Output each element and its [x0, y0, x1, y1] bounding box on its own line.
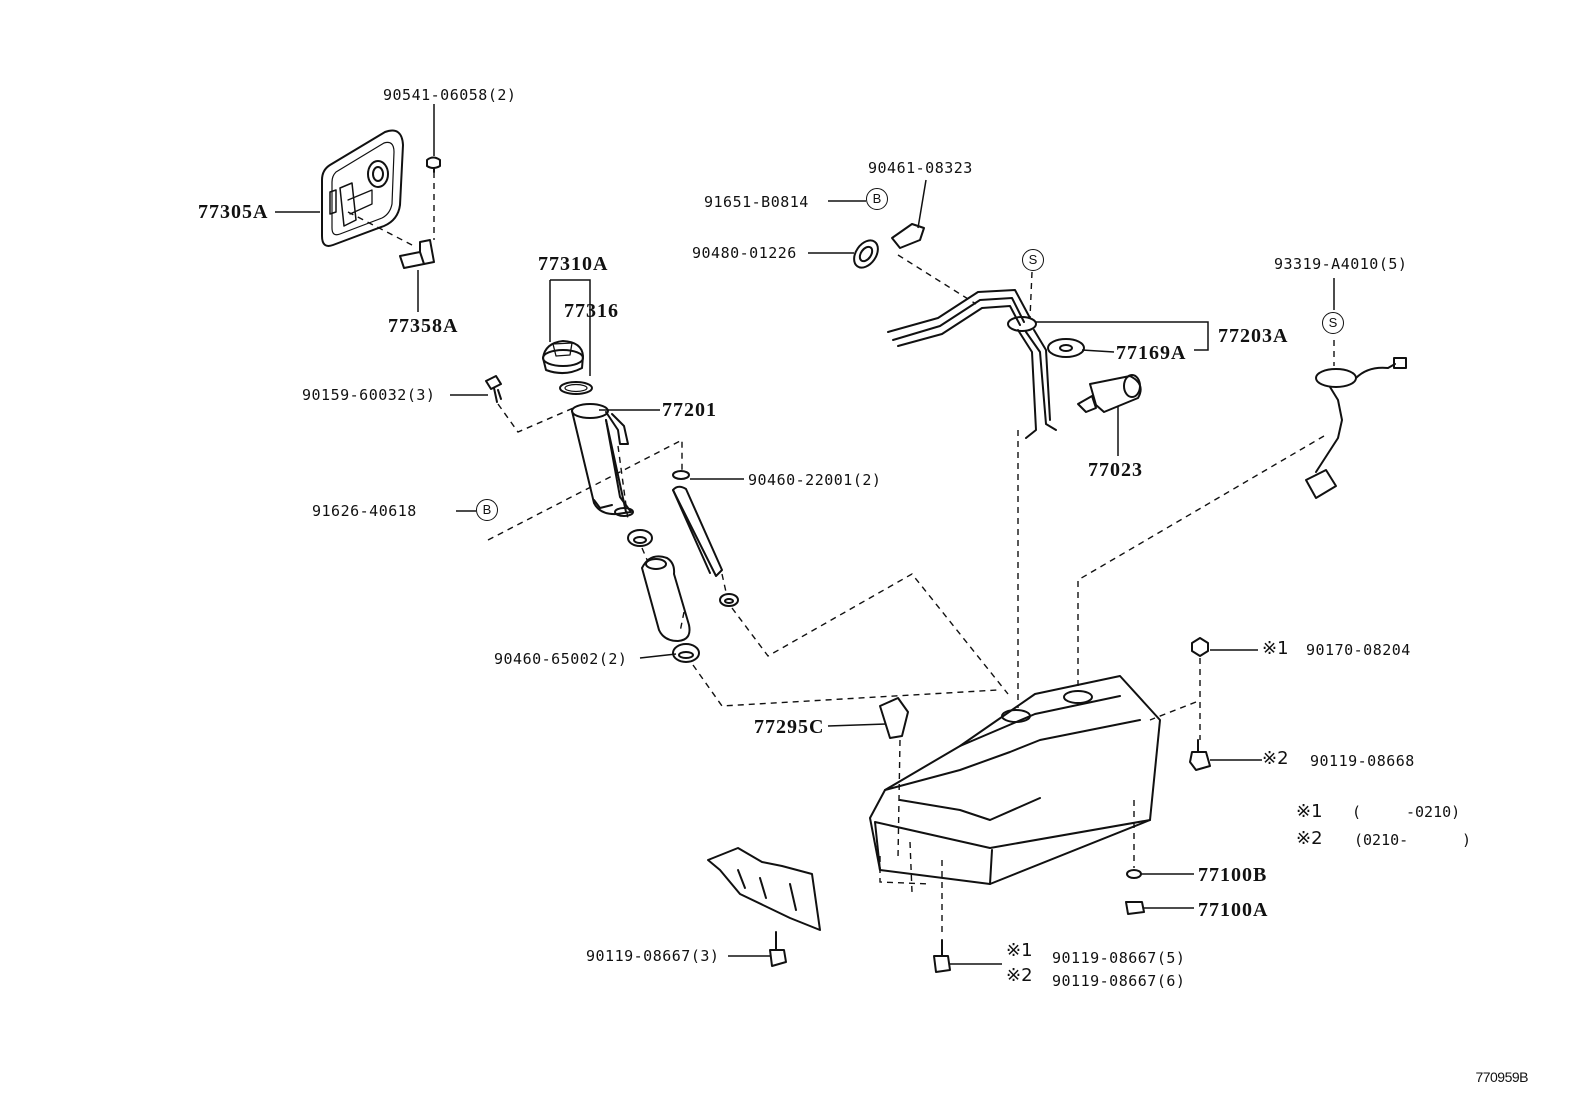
callout-s-gauge: S [1322, 312, 1344, 334]
mark-1-nut: ※1 [1262, 638, 1289, 659]
mark-2-legend: ※2 [1296, 828, 1323, 849]
label-77169A: 77169A [1116, 342, 1187, 364]
drain-gasket-77100B [1126, 869, 1142, 879]
mark-1-legend: ※1 [1296, 801, 1323, 822]
label-77100B: 77100B [1198, 864, 1268, 886]
label-77100A: 77100A [1198, 899, 1269, 921]
screw-90541-06058 [426, 156, 441, 173]
bolt-90159-60032 [485, 375, 502, 403]
label-90541-06058: 90541-06058(2) [383, 86, 517, 104]
label-91626-40618: 91626-40618 [312, 502, 417, 520]
label-77023: 77023 [1088, 459, 1143, 481]
nut-90170-08204 [1191, 637, 1209, 657]
callout-b-clip: B [866, 188, 888, 210]
hose-clamp-90460-65002 [672, 643, 700, 663]
breather-clamp-90460-22001 [672, 470, 690, 480]
label-90170-08204: 90170-08204 [1306, 641, 1411, 659]
hose-clamp-upper [627, 529, 653, 547]
tank-protector-plate [707, 847, 821, 931]
legend-1-range: -0210) [1406, 803, 1461, 821]
grommet-90480-01226 [853, 239, 879, 269]
legend-2-range: (0210- [1354, 831, 1409, 849]
fuel-cap-77310A [542, 340, 584, 374]
mark-2-bolt: ※2 [1262, 748, 1289, 769]
label-77305A: 77305A [198, 201, 269, 223]
legend-2-close: ) [1462, 831, 1472, 849]
fuel-inlet-pipe-77201 [571, 403, 634, 517]
fuel-filler-door-part [321, 129, 404, 247]
callout-s-tube: S [1022, 249, 1044, 271]
clip-90461-08323 [891, 223, 925, 249]
label-77203A: 77203A [1218, 325, 1289, 347]
label-90460-22001: 90460-22001(2) [748, 471, 882, 489]
label-77310A: 77310A [538, 253, 609, 275]
label-77201: 77201 [662, 399, 717, 421]
cap-gasket-77316 [559, 381, 593, 395]
fuel-filter-77023 [1077, 374, 1142, 413]
lock-lever-77358A [399, 239, 435, 269]
bolt-90119-08668 [1189, 739, 1211, 771]
bolt-90119-08667-left [769, 931, 787, 967]
label-91651-B0814: 91651-B0814 [704, 193, 809, 211]
label-90480-01226: 90480-01226 [692, 244, 797, 262]
filler-hose [641, 555, 691, 642]
bolt-90119-08667-center [933, 939, 951, 973]
breather-hose [672, 485, 723, 577]
label-90461-08323: 90461-08323 [868, 159, 973, 177]
fuel-sender-gauge [1305, 357, 1407, 499]
breather-clamp-lower [719, 593, 739, 607]
fuel-tank [869, 675, 1161, 885]
label-90119-08668: 90119-08668 [1310, 752, 1415, 770]
label-90119-08667-3: 90119-08667(3) [586, 947, 720, 965]
protector-77295C [879, 697, 909, 739]
figure-id: 770959B [1475, 1069, 1528, 1085]
label-90119-08667-5: 90119-08667(5) [1052, 949, 1186, 967]
drain-plug-77100A [1125, 901, 1145, 915]
label-90460-65002: 90460-65002(2) [494, 650, 628, 668]
gasket-77169A [1047, 338, 1085, 358]
mark-1-tank-bolt: ※1 [1006, 940, 1033, 961]
mark-2-tank-bolt: ※2 [1006, 965, 1033, 986]
fuel-tube-sub-assy-77203A [887, 289, 1057, 439]
label-77358A: 77358A [388, 315, 459, 337]
label-93319-A4010: 93319-A4010(5) [1274, 255, 1408, 273]
label-90159-60032: 90159-60032(3) [302, 386, 436, 404]
legend-1-open: ( [1352, 803, 1362, 821]
label-90119-08667-6: 90119-08667(6) [1052, 972, 1186, 990]
label-77316: 77316 [564, 300, 619, 322]
callout-b-filler: B [476, 499, 498, 521]
label-77295C: 77295C [754, 716, 825, 738]
